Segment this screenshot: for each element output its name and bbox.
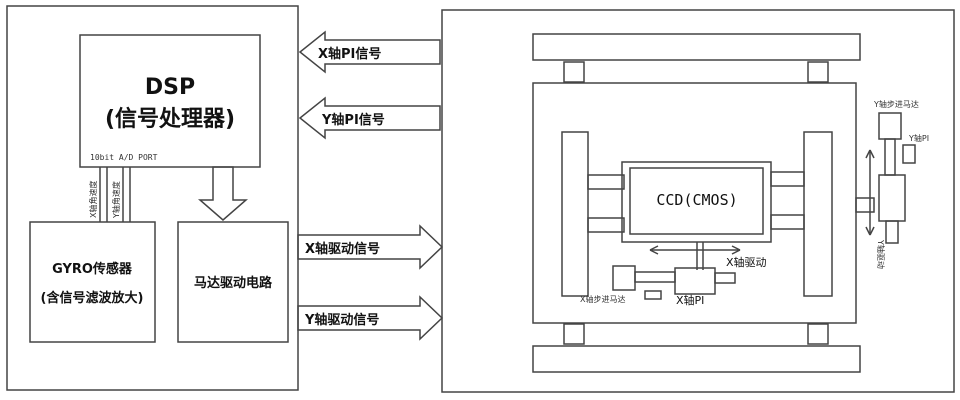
- top-rail: [532, 33, 861, 61]
- dsp-title: DSP: [145, 75, 195, 100]
- gyro-subtitle: (含信号滤波放大): [41, 290, 144, 306]
- y-pi-label: Y轴PI信号: [321, 112, 385, 128]
- gyro-block: [29, 221, 156, 343]
- x-drive-label: X轴驱动信号: [305, 241, 380, 257]
- x-pi-label: X轴PI信号: [318, 46, 381, 62]
- mech-x-pi-label: X轴PI: [676, 293, 704, 307]
- ccd-sensor-inner: [629, 167, 764, 235]
- motor-driver-block: [177, 221, 289, 343]
- bottom-rail: [532, 345, 861, 373]
- dsp-to-driver-arrow: [197, 166, 249, 221]
- mech-y-drive-label: Y轴驱动: [876, 239, 886, 269]
- y-drive-arrow: [297, 295, 444, 341]
- y-drive-label: Y轴驱动信号: [304, 312, 379, 328]
- x-pi-arrow: [298, 30, 441, 74]
- dsp-port-label: 10bit A/D PORT: [90, 153, 158, 162]
- control-panel: [6, 5, 299, 391]
- mech-x-motor-label: X轴步进马达: [580, 294, 625, 304]
- gyro-y-signal: Y轴角速度: [111, 181, 121, 219]
- y-pi-arrow: [298, 96, 441, 140]
- motor-driver-title: 马达驱动电路: [194, 275, 273, 291]
- ccd-label: CCD(CMOS): [656, 191, 737, 209]
- mech-y-pi-label: Y轴PI: [908, 133, 929, 143]
- gyro-x-signal: X轴角速度: [88, 181, 98, 218]
- mechanism-panel: [441, 9, 955, 393]
- mech-x-drive-label: X轴驱动: [726, 255, 767, 269]
- dsp-subtitle: (信号处理器): [105, 106, 235, 132]
- mech-y-motor-label: Y轴步进马达: [873, 99, 919, 109]
- x-drive-arrow: [297, 224, 444, 270]
- gyro-title: GYRO传感器: [52, 261, 133, 277]
- dsp-block: [79, 34, 261, 168]
